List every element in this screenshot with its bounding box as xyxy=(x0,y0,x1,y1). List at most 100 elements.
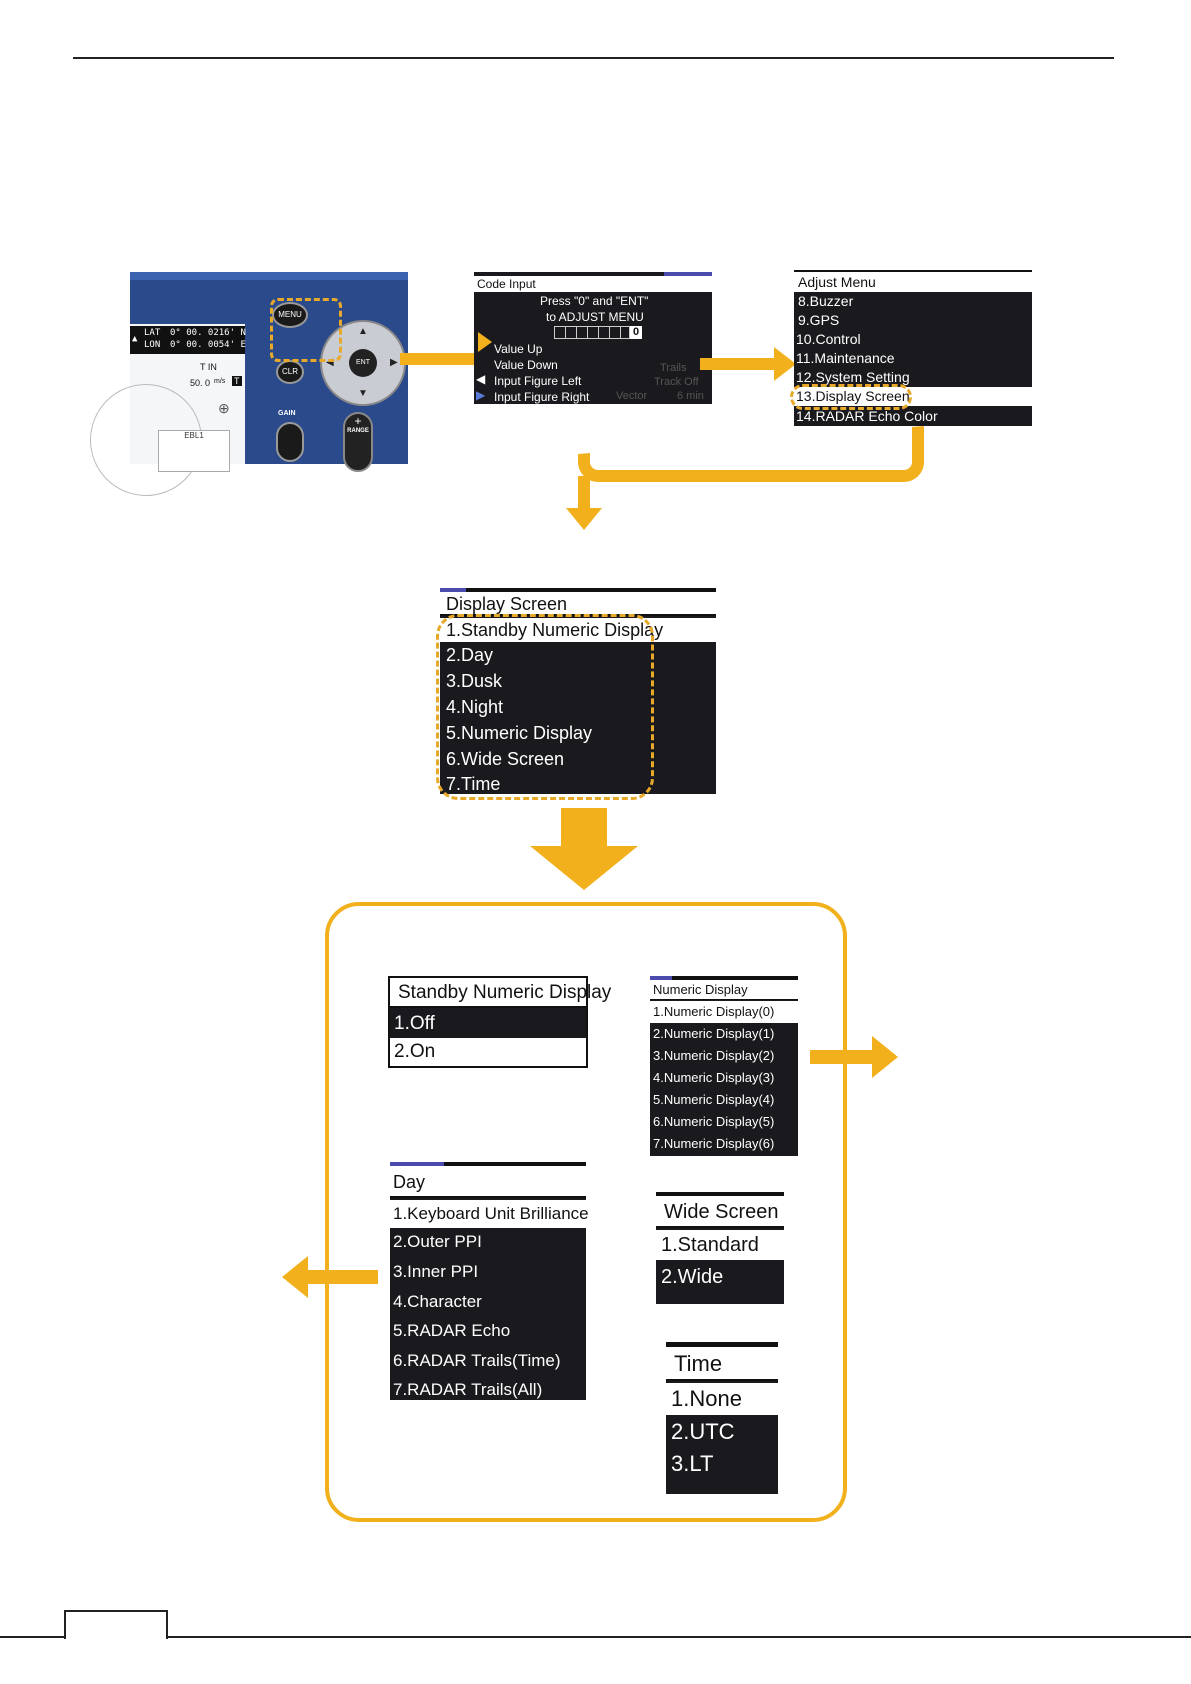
wide-item-wide[interactable]: 2.Wide xyxy=(661,1266,724,1288)
numeric-item-3[interactable]: 4.Numeric Display(3) xyxy=(653,1070,775,1085)
adjust-menu-screen: Adjust Menu 8.Buzzer 9.GPS 10.Control 11… xyxy=(794,270,1032,426)
clr-button[interactable]: CLR xyxy=(276,360,304,384)
day-title: Day xyxy=(390,1166,586,1198)
time-item-none[interactable]: 1.None xyxy=(666,1383,778,1415)
adjust-item-radar-echo-color[interactable]: 14.RADAR Echo Color xyxy=(796,408,938,424)
header-rule xyxy=(73,57,1114,59)
arrow-head-2 xyxy=(774,347,796,381)
day-item-radar-trails-all[interactable]: 7.RADAR Trails(All) xyxy=(393,1380,543,1399)
t-badge: T xyxy=(232,376,242,386)
day-item-keyboard-brilliance[interactable]: 1.Keyboard Unit Brilliance xyxy=(390,1200,589,1228)
title-rule xyxy=(466,588,716,592)
range-rocker[interactable]: + RANGE xyxy=(343,412,373,472)
compass-icon: ⊕ xyxy=(218,400,230,416)
title-accent-bar xyxy=(390,1162,444,1166)
display-screen-menu: Display Screen 1.Standby Numeric Display… xyxy=(440,588,716,794)
big-arrow-head xyxy=(530,846,638,890)
speed-value: 50. 0 xyxy=(190,378,211,388)
arrow-shaft-left xyxy=(308,1270,378,1284)
up-arrow-icon[interactable]: ▲ xyxy=(358,326,368,337)
device-bezel xyxy=(130,272,408,464)
curved-arrow-shaft xyxy=(578,426,924,482)
display-item-wide-screen[interactable]: 6.Wide Screen xyxy=(446,749,565,769)
display-item-time[interactable]: 7.Time xyxy=(446,774,501,794)
display-item-numeric-display[interactable]: 5.Numeric Display xyxy=(446,723,593,743)
day-item-outer-ppi[interactable]: 2.Outer PPI xyxy=(393,1232,482,1251)
bg-trails-text: Trails xyxy=(660,362,687,374)
ebl-box: EBL1 xyxy=(158,430,230,472)
title-rule xyxy=(666,1342,778,1347)
menu-button[interactable]: MENU xyxy=(272,302,308,328)
input-figure-left-label: Input Figure Left xyxy=(494,374,582,388)
ebl-label: EBL1 xyxy=(184,431,204,440)
range-label: RANGE xyxy=(347,428,369,434)
lat-value: 0° 00. 0216' N xyxy=(170,328,246,338)
menu-button-highlight xyxy=(270,298,342,362)
numeric-item-4[interactable]: 5.Numeric Display(4) xyxy=(653,1092,775,1107)
ent-button[interactable]: ENT xyxy=(349,349,377,377)
display-item-standby-numeric[interactable]: 1.Standby Numeric Display xyxy=(440,618,716,642)
page-number-tab xyxy=(64,1610,168,1639)
range-plus-icon[interactable]: + xyxy=(354,414,362,428)
standby-numeric-title: Standby Numeric Display xyxy=(390,978,611,1008)
lon-value: 0° 00. 0054' E xyxy=(170,340,246,350)
gain-label: GAIN xyxy=(278,410,296,417)
left-arrow-icon[interactable]: ◀ xyxy=(326,357,334,368)
numeric-item-2[interactable]: 3.Numeric Display(2) xyxy=(653,1048,775,1063)
arrow-shaft-right xyxy=(810,1050,872,1064)
standby-item-on[interactable]: 2.On xyxy=(390,1038,586,1066)
adjust-item-control[interactable]: 10.Control xyxy=(796,331,861,347)
wide-screen-title: Wide Screen xyxy=(656,1196,784,1228)
submenu-group-box xyxy=(325,902,847,1522)
bg-vector-value: 6 min xyxy=(677,390,704,402)
day-item-inner-ppi[interactable]: 3.Inner PPI xyxy=(393,1262,479,1281)
right-arrow-icon[interactable]: ▶ xyxy=(390,357,398,368)
time-item-utc[interactable]: 2.UTC xyxy=(671,1419,735,1444)
left-triangle-icon: ◀ xyxy=(476,372,486,386)
curved-arrow-drop xyxy=(578,476,590,510)
value-down-label: Value Down xyxy=(494,358,558,372)
adjust-item-display-screen[interactable]: 13.Display Screen xyxy=(794,387,1032,406)
time-title: Time xyxy=(666,1347,778,1381)
down-arrow-icon[interactable]: ▼ xyxy=(358,388,368,399)
curved-arrow-head xyxy=(566,508,602,530)
display-item-day[interactable]: 2.Day xyxy=(446,645,494,665)
input-figure-right-label: Input Figure Right xyxy=(494,390,590,404)
footer-rule xyxy=(0,1636,1191,1638)
display-items-highlight xyxy=(436,614,654,800)
wide-screen-menu: Wide Screen 1.Standard 2.Wide xyxy=(656,1192,784,1304)
numeric-display-menu: Numeric Display 1.Numeric Display(0) 2.N… xyxy=(650,976,798,1156)
adjust-item-maintenance[interactable]: 11.Maintenance xyxy=(796,350,895,366)
direction-pad[interactable]: ▲ ▼ ◀ ▶ ENT xyxy=(320,320,406,406)
wide-item-standard[interactable]: 1.Standard xyxy=(656,1230,784,1260)
day-item-character[interactable]: 4.Character xyxy=(393,1292,482,1311)
display-item-night[interactable]: 4.Night xyxy=(446,697,504,717)
time-menu: Time 1.None 2.UTC 3.LT xyxy=(666,1342,778,1494)
display-screen-highlight xyxy=(790,384,912,410)
numeric-item-6[interactable]: 7.Numeric Display(6) xyxy=(653,1136,775,1151)
adjust-item-system-setting[interactable]: 12.System Setting xyxy=(796,369,910,385)
code-input-screen: Code Input Press "0" and "ENT" to ADJUST… xyxy=(474,272,712,404)
numeric-item-1[interactable]: 2.Numeric Display(1) xyxy=(653,1026,775,1041)
adjust-item-gps[interactable]: 9.GPS xyxy=(798,312,840,328)
numeric-item-0[interactable]: 1.Numeric Display(0) xyxy=(650,1001,798,1023)
code-input-instruction-2: to ADJUST MENU xyxy=(546,310,644,324)
day-item-radar-trails-time[interactable]: 6.RADAR Trails(Time) xyxy=(393,1351,561,1370)
title-accent-bar xyxy=(650,976,672,980)
adjust-item-buzzer[interactable]: 8.Buzzer xyxy=(798,293,854,309)
lon-label: LON xyxy=(144,340,161,350)
code-input-instruction-1: Press "0" and "ENT" xyxy=(540,294,649,308)
day-item-radar-echo[interactable]: 5.RADAR Echo xyxy=(393,1321,511,1340)
numeric-item-5[interactable]: 6.Numeric Display(5) xyxy=(653,1114,775,1129)
numeric-display-title: Numeric Display xyxy=(650,980,798,1000)
gain-knob[interactable] xyxy=(276,422,304,462)
lat-lon-readout: LAT LON 0° 00. 0216' N 0° 00. 0054' E ▲ xyxy=(130,326,246,354)
title-rule xyxy=(672,976,798,980)
arrow-head-right xyxy=(872,1036,898,1078)
title-rule xyxy=(444,1162,586,1166)
standby-item-off[interactable]: 1.Off xyxy=(394,1013,435,1034)
adjust-menu-title: Adjust Menu xyxy=(794,272,1032,292)
time-item-lt[interactable]: 3.LT xyxy=(671,1451,714,1476)
display-item-dusk[interactable]: 3.Dusk xyxy=(446,671,503,691)
code-digit-current[interactable]: 0 xyxy=(630,326,642,339)
